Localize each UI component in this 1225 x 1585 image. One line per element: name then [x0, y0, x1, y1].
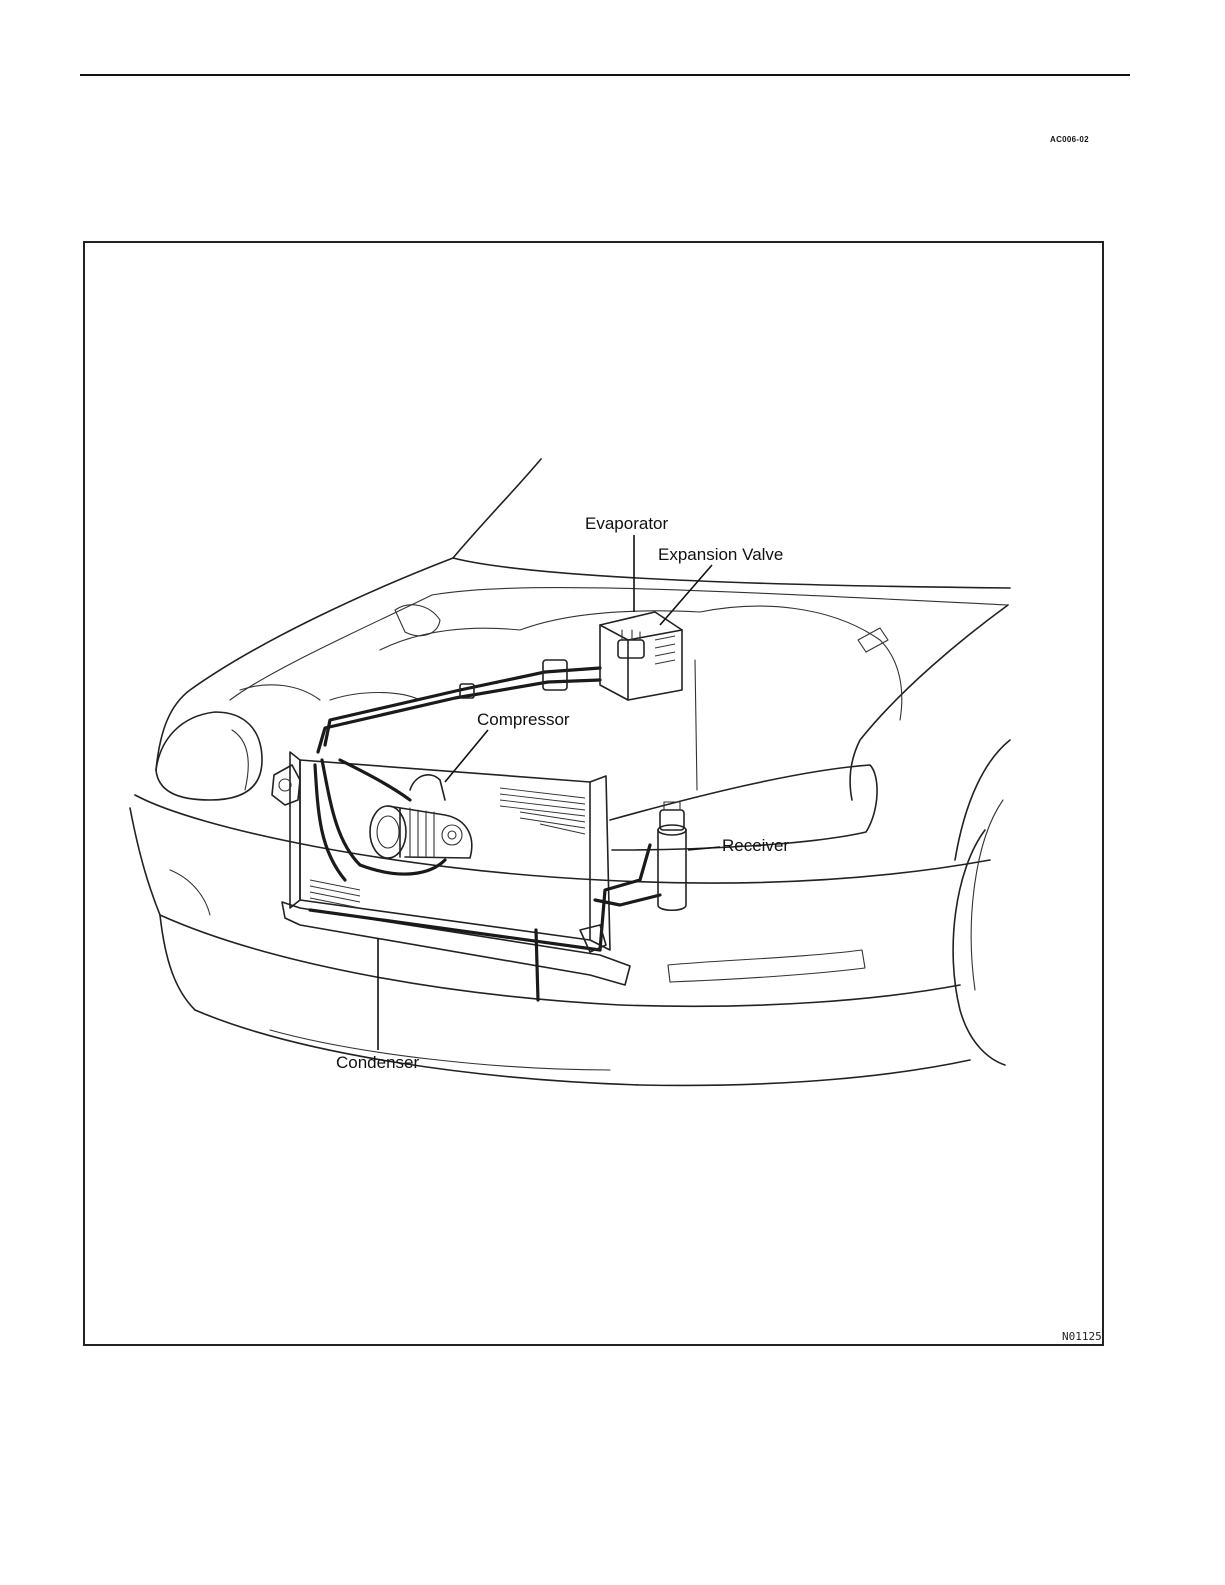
evaporator-label: Evaporator [585, 514, 668, 533]
condenser-label: Condenser [336, 1053, 420, 1072]
receiver-unit [658, 802, 686, 910]
compressor-unit [370, 775, 472, 858]
expansion-valve-label: Expansion Valve [658, 545, 783, 564]
condenser-fins [310, 788, 585, 908]
car-body-outline [130, 459, 1010, 1085]
receiver-label: Receiver [722, 836, 789, 855]
compressor-label: Compressor [477, 710, 570, 729]
figure-id: N01125 [1062, 1330, 1102, 1343]
evaporator-unit [600, 612, 682, 700]
